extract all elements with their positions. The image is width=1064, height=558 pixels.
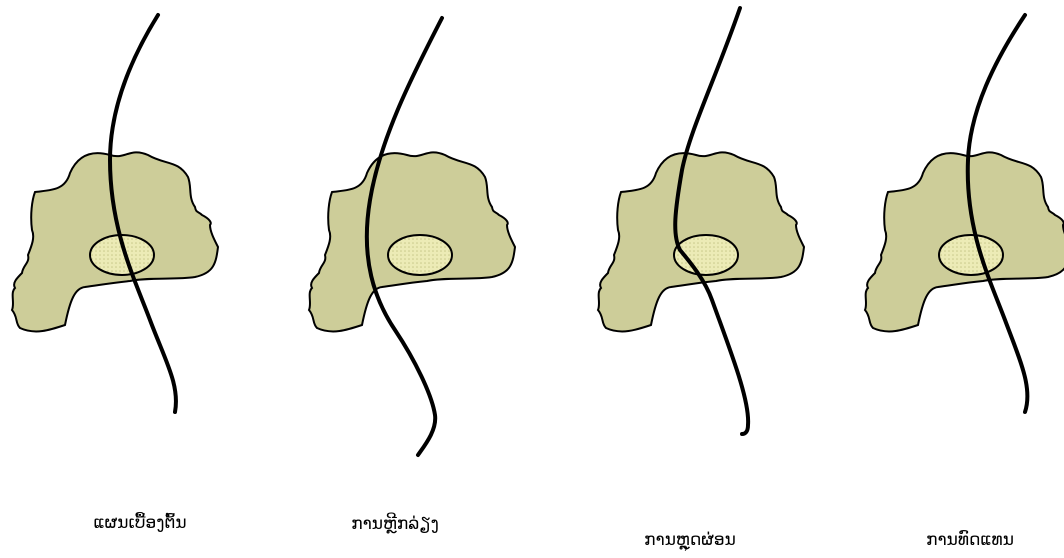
sensitive-site (939, 235, 1003, 275)
caption-panel-2: ການຫຼີກລ່ຽງ (351, 514, 439, 534)
panel-3 (598, 152, 804, 331)
panel-4 (865, 152, 1064, 331)
caption-panel-4: ການທົດແທນ (926, 530, 1014, 550)
panel-2 (309, 152, 515, 331)
caption-panel-3: ການຫຼຸດຜ່ອນ (644, 530, 736, 550)
caption-panel-1: ແຜນເບື້ອງຕົ້ນ (93, 513, 186, 533)
panel-1 (12, 152, 218, 331)
sensitive-site (388, 235, 452, 275)
